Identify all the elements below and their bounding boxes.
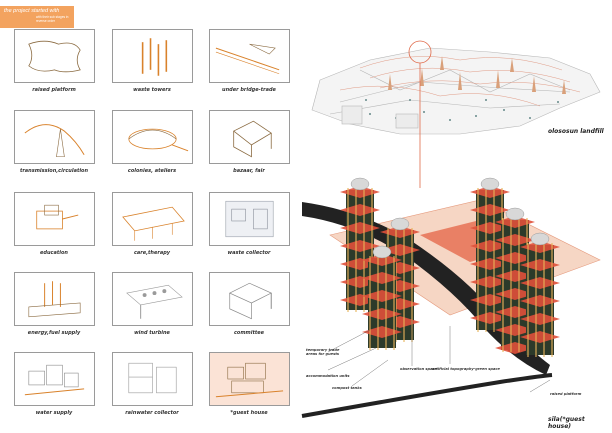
stage-panel-7 xyxy=(14,192,95,246)
stage-sketch xyxy=(126,284,183,319)
stage-panel-9 xyxy=(209,192,290,246)
annotation-accommodation: accommodation units xyxy=(306,374,350,378)
stage-panel-3 xyxy=(209,29,290,83)
stage-panel-8 xyxy=(112,192,193,246)
stage-panel-15 xyxy=(209,352,290,406)
stage-caption: waste collector xyxy=(227,250,271,256)
annotation-observation: observation space xyxy=(400,367,438,371)
stage-panel-12 xyxy=(209,272,290,326)
road-path xyxy=(302,202,550,375)
stage-sketch xyxy=(24,124,85,158)
stage-sketch xyxy=(36,204,79,230)
annotation-platform: raised platform xyxy=(550,392,582,396)
stage-sketch xyxy=(128,362,177,394)
stage-panel-13 xyxy=(14,352,95,406)
stage-sketch xyxy=(215,362,284,398)
stage-caption: committee xyxy=(233,330,265,336)
header-tab: the project started with with their sub … xyxy=(0,6,74,28)
stage-panel-11 xyxy=(112,272,193,326)
stage-caption: rainwater collector xyxy=(125,410,179,416)
stage-sketch xyxy=(141,38,168,76)
stage-caption: under bridge-trade xyxy=(222,87,276,93)
stage-panel-10 xyxy=(14,272,95,326)
stage-sketch xyxy=(225,200,274,238)
tower-6 xyxy=(362,245,402,350)
stage-sketch xyxy=(122,206,185,241)
stage-panel-4 xyxy=(14,110,95,164)
stage-caption: *guest house xyxy=(230,410,268,416)
stage-caption: wind turbine xyxy=(134,330,170,336)
stage-sketch xyxy=(28,40,81,73)
stage-sketch xyxy=(24,364,85,396)
main-drawing xyxy=(301,40,601,418)
stage-panel-5 xyxy=(112,110,193,164)
stage-panel-2 xyxy=(112,29,193,83)
stage-panel-14 xyxy=(112,352,193,406)
stage-caption: transmission,circulation xyxy=(19,168,89,174)
stage-caption: colonies, ateliers xyxy=(127,168,177,174)
guest-house-label: sila(*guest house) xyxy=(548,416,585,430)
stage-sketch xyxy=(232,120,272,158)
stage-panel-1 xyxy=(14,29,95,83)
stage-sketch xyxy=(215,43,280,75)
tower-5 xyxy=(520,232,560,357)
stage-sketch xyxy=(228,282,273,320)
tower-4 xyxy=(495,207,535,354)
annotation-trade-areas: temporary trade areas for guests xyxy=(306,348,340,357)
stage-caption: education xyxy=(40,250,68,256)
stage-caption: raised platform xyxy=(32,87,76,93)
road-lower xyxy=(301,373,553,418)
annotation-compost: compost tanks xyxy=(332,386,362,390)
annotation-topography: artificial topography-green space xyxy=(432,367,500,371)
stage-sketch xyxy=(128,128,189,152)
stage-caption: waste towers xyxy=(133,87,171,93)
header-subtitle: with their sub stages in reverse order xyxy=(36,15,69,23)
stage-caption: energy,fuel supply xyxy=(27,330,81,336)
stage-sketch xyxy=(28,281,81,318)
landfill-drawing xyxy=(311,47,601,135)
stage-panel-6 xyxy=(209,110,290,164)
stage-caption: care,therapy xyxy=(133,250,171,256)
main-illustration: olososun landfill sila(*guest house) tem… xyxy=(300,30,608,430)
stage-caption: bazaar, fair xyxy=(233,168,265,174)
header-title: the project started with xyxy=(4,8,60,14)
landfill-label: olososun landfill xyxy=(548,128,604,135)
stage-caption: water supply xyxy=(35,410,73,416)
